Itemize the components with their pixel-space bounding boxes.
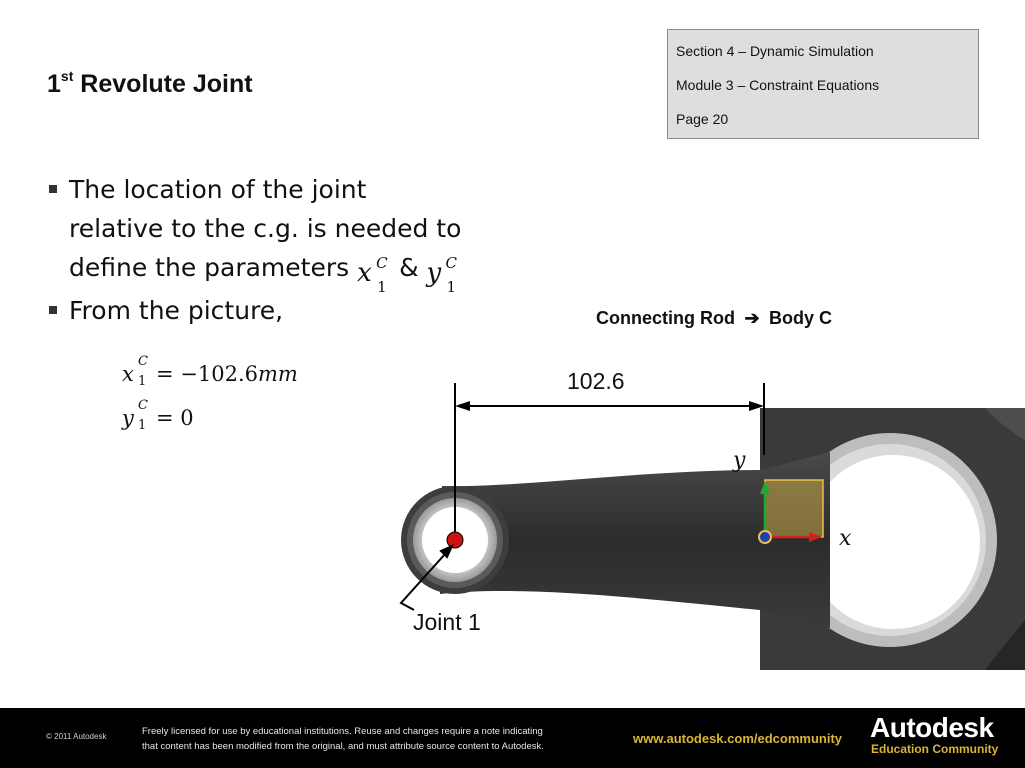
dimension-line <box>454 383 765 540</box>
page-label: Page 20 <box>676 111 729 127</box>
bullet-item: The location of the joint relative to th… <box>48 170 461 296</box>
big-end <box>760 408 1025 670</box>
section-label: Section 4 – Dynamic Simulation <box>676 43 874 59</box>
right-arrow-icon: ➔ <box>744 308 760 328</box>
autodesk-logo: Autodesk <box>870 712 994 743</box>
bullet-list: The location of the joint relative to th… <box>48 170 461 330</box>
footer-bar: © 2011 Autodesk Freely licensed for use … <box>0 708 1025 768</box>
figure-caption: Connecting Rod ➔ Body C <box>596 308 833 328</box>
slide-title: 1st Revolute Joint <box>47 68 253 98</box>
bullet-square-icon <box>49 306 57 314</box>
joint-label: Joint 1 <box>413 609 481 635</box>
joint-dot <box>446 531 464 549</box>
y-axis-label: y <box>733 448 746 473</box>
edcommunity-link[interactable]: www.autodesk.com/edcommunity <box>633 731 843 746</box>
education-community-label: Education Community <box>871 742 999 756</box>
joint-leader <box>399 543 455 611</box>
cg-dot <box>758 530 772 544</box>
section-info-box: Section 4 – Dynamic Simulation Module 3 … <box>667 29 979 139</box>
dimension-label: 102.6 <box>567 368 625 394</box>
rod-shank <box>440 452 830 628</box>
bullet-square-icon <box>49 185 57 193</box>
module-label: Module 3 – Constraint Equations <box>676 77 880 93</box>
connecting-rod-figure <box>399 383 1025 670</box>
copyright-text: © 2011 Autodesk <box>46 732 107 741</box>
license-text: Freely licensed for use by educational i… <box>142 726 544 752</box>
cg-highlight <box>764 479 824 538</box>
bullet-item: From the picture, <box>48 291 461 330</box>
x-axis-label: x <box>839 526 852 551</box>
